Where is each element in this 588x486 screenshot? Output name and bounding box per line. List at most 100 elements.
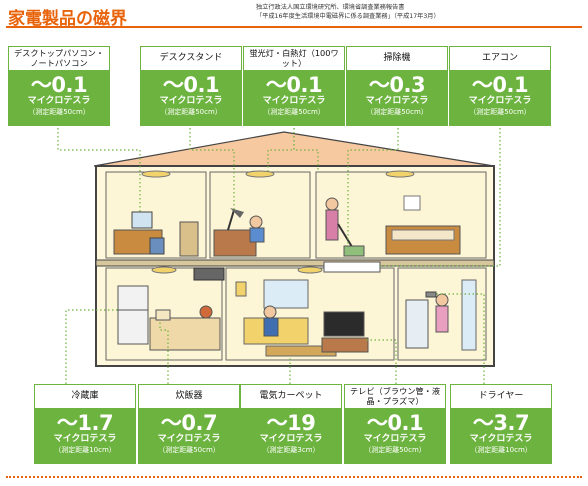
card-rice-cooker: 炊飯器 〜0.7 マイクロテスラ （測定距離50cm） bbox=[138, 384, 240, 464]
person-icon bbox=[325, 197, 339, 211]
range-hood-icon bbox=[193, 267, 225, 281]
computer-icon bbox=[131, 211, 153, 229]
card-label: テレビ（ブラウン管・液晶・プラズマ） bbox=[349, 386, 441, 406]
card-desktop-pc: デスクトップパソコン・ノートパソコン 〜0.1 マイクロテスラ （測定距離50c… bbox=[8, 46, 110, 126]
card-label: エアコン bbox=[481, 52, 518, 63]
child-body-icon bbox=[249, 227, 265, 243]
source-line-1: 独立行政法人国立環境研究所、環境省調査業務報告書 bbox=[256, 4, 405, 11]
card-unit: マイクロテスラ bbox=[157, 434, 221, 444]
ceiling-light-icon bbox=[385, 170, 415, 178]
card-unit: マイクロテスラ bbox=[27, 96, 91, 106]
card-body: 〜0.1 マイクロテスラ （測定距離50cm） bbox=[141, 70, 241, 125]
card-body: 〜0.1 マイクロテスラ （測定距離50cm） bbox=[244, 70, 344, 125]
pot-icon bbox=[199, 305, 213, 319]
source-line-2: 「平成16年度生活環境中電磁界に係る調査業務」（平成17年3月） bbox=[256, 12, 440, 20]
man-icon bbox=[263, 305, 277, 319]
card-note: （測定距離50cm） bbox=[263, 108, 325, 116]
desk-lamp-shade-icon bbox=[230, 208, 244, 218]
card-body: 〜1.7 マイクロテスラ （測定距離10cm） bbox=[35, 408, 135, 463]
card-fluorescent-light: 蛍光灯・白熱灯（100ワット） 〜0.1 マイクロテスラ （測定距離50cm） bbox=[243, 46, 345, 126]
source-citation: 独立行政法人国立環境研究所、環境省調査業務報告書 「平成16年度生活環境中電磁界… bbox=[256, 4, 440, 21]
card-unit: マイクロテスラ bbox=[468, 96, 532, 106]
card-hair-dryer: ドライヤー 〜3.7 マイクロテスラ （測定距離10cm） bbox=[450, 384, 552, 464]
picture-frame-icon bbox=[403, 195, 421, 211]
card-electric-carpet: 電気カーペット 〜19 マイクロテスラ （測定距離3cm） bbox=[240, 384, 342, 464]
card-value: 〜0.1 bbox=[366, 411, 424, 435]
card-note: （測定距離50cm） bbox=[469, 108, 531, 116]
card-body: 〜0.1 マイクロテスラ （測定距離50cm） bbox=[345, 408, 445, 463]
refrigerator-icon bbox=[117, 285, 149, 345]
card-label: 炊飯器 bbox=[175, 390, 203, 401]
card-body: 〜19 マイクロテスラ （測定距離3cm） bbox=[241, 408, 341, 463]
desk-lamp-icon bbox=[227, 209, 235, 231]
leader-lines-bottom bbox=[65, 293, 485, 384]
card-label: 蛍光灯・白熱灯（100ワット） bbox=[249, 48, 339, 68]
card-unit: マイクロテスラ bbox=[259, 434, 323, 444]
card-label: 冷蔵庫 bbox=[71, 390, 99, 401]
card-value: 〜0.7 bbox=[160, 411, 218, 435]
card-note: （測定距離10cm） bbox=[54, 446, 116, 454]
card-value: 〜19 bbox=[266, 411, 316, 435]
card-value: 〜0.1 bbox=[162, 73, 220, 97]
tv-stand-icon bbox=[321, 337, 369, 353]
card-value: 〜0.3 bbox=[368, 73, 426, 97]
card-body: 〜0.7 マイクロテスラ （測定距離50cm） bbox=[139, 408, 239, 463]
air-conditioner-icon bbox=[323, 261, 381, 273]
card-label: ドライヤー bbox=[478, 390, 524, 401]
card-label: 電気カーペット bbox=[259, 390, 323, 401]
card-body: 〜0.3 マイクロテスラ （測定距離50cm） bbox=[347, 70, 447, 125]
card-value: 〜0.1 bbox=[30, 73, 88, 97]
card-television: テレビ（ブラウン管・液晶・プラズマ） 〜0.1 マイクロテスラ （測定距離50c… bbox=[344, 384, 446, 464]
woman-icon bbox=[435, 293, 449, 307]
washbasin-icon bbox=[405, 299, 429, 349]
ceiling-light-icon bbox=[245, 170, 275, 178]
card-note: （測定距離3cm） bbox=[262, 446, 320, 454]
ceiling-light-icon bbox=[297, 266, 323, 274]
card-body: 〜3.7 マイクロテスラ （測定距離10cm） bbox=[451, 408, 551, 463]
card-value: 〜0.1 bbox=[265, 73, 323, 97]
card-unit: マイクロテスラ bbox=[365, 96, 429, 106]
card-label: デスクスタンド bbox=[159, 52, 223, 63]
card-body: 〜0.1 マイクロテスラ （測定距離50cm） bbox=[450, 70, 550, 125]
window-icon bbox=[263, 279, 309, 309]
chair-icon bbox=[149, 237, 165, 255]
card-value: 〜0.1 bbox=[471, 73, 529, 97]
card-vacuum: 掃除機 〜0.3 マイクロテスラ （測定距離50cm） bbox=[346, 46, 448, 126]
card-air-conditioner: エアコン 〜0.1 マイクロテスラ （測定距離50cm） bbox=[449, 46, 551, 126]
television-icon bbox=[323, 311, 365, 337]
card-unit: マイクロテスラ bbox=[53, 434, 117, 444]
person-body-icon bbox=[325, 209, 339, 241]
card-note: （測定距離50cm） bbox=[366, 108, 428, 116]
title-underline bbox=[6, 26, 582, 28]
card-unit: マイクロテスラ bbox=[363, 434, 427, 444]
card-value: 〜3.7 bbox=[472, 411, 530, 435]
card-note: （測定距離50cm） bbox=[160, 108, 222, 116]
kitchen-counter-icon bbox=[149, 317, 221, 351]
card-value: 〜1.7 bbox=[56, 411, 114, 435]
ceiling-light-icon bbox=[151, 266, 177, 274]
card-desk-lamp: デスクスタンド 〜0.1 マイクロテスラ （測定距離50cm） bbox=[140, 46, 242, 126]
card-unit: マイクロテスラ bbox=[262, 96, 326, 106]
card-label: デスクトップパソコン・ノートパソコン bbox=[13, 48, 105, 68]
child-icon bbox=[249, 215, 263, 229]
card-note: （測定距離50cm） bbox=[158, 446, 220, 454]
ceiling-light-icon bbox=[141, 170, 171, 178]
card-refrigerator: 冷蔵庫 〜1.7 マイクロテスラ （測定距離10cm） bbox=[34, 384, 136, 464]
rice-cooker-icon bbox=[155, 309, 171, 321]
floor-divider bbox=[95, 259, 495, 267]
card-label: 掃除機 bbox=[383, 52, 411, 63]
card-unit: マイクロテスラ bbox=[159, 96, 223, 106]
page-title: 家電製品の磁界 bbox=[8, 9, 127, 29]
bottom-divider bbox=[6, 476, 582, 478]
hair-dryer-icon bbox=[425, 291, 437, 298]
leader-lines-top bbox=[57, 128, 501, 267]
card-note: （測定距離50cm） bbox=[28, 108, 90, 116]
desk-icon bbox=[213, 229, 257, 257]
washroom-window-icon bbox=[461, 279, 477, 351]
shelf-icon bbox=[179, 221, 199, 257]
card-body: 〜0.1 マイクロテスラ （測定距離50cm） bbox=[9, 70, 109, 125]
bed-sheet-icon bbox=[391, 229, 455, 241]
card-note: （測定距離50cm） bbox=[364, 446, 426, 454]
vacuum-icon bbox=[343, 245, 365, 257]
